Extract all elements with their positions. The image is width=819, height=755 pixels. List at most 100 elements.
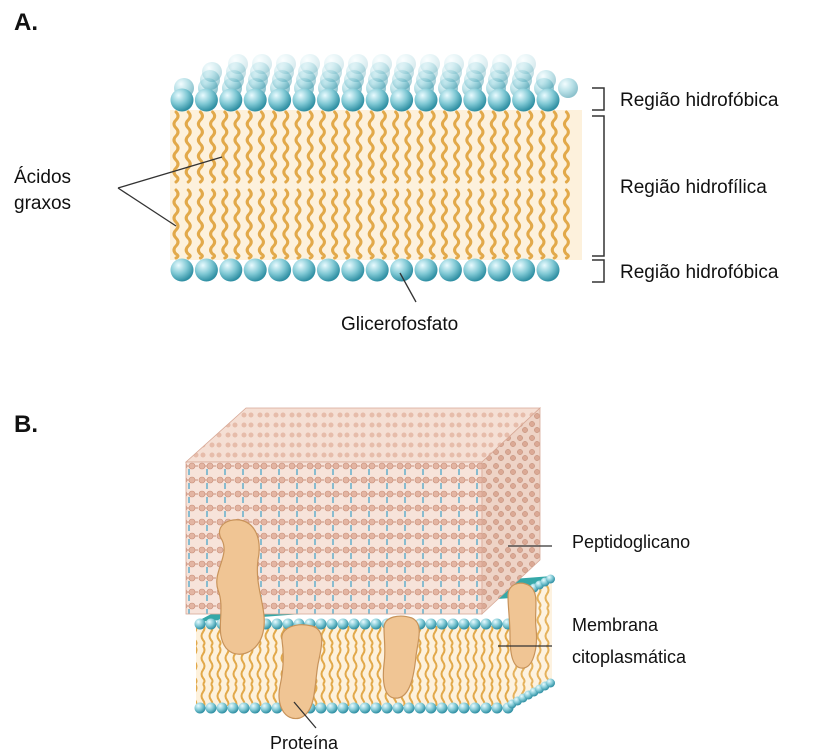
membrane-head	[272, 619, 283, 630]
phospholipid-head	[366, 259, 389, 282]
glycerophosphate-label: Glicerofosfato	[341, 314, 458, 335]
membrane-head	[195, 619, 206, 630]
phospholipid-head	[463, 259, 486, 282]
top-hydrophobic-bracket	[592, 88, 604, 110]
fatty-acids-label-line2: graxos	[14, 193, 71, 214]
membrane-head	[426, 619, 437, 630]
membrane-head	[327, 619, 338, 630]
membrane-head	[492, 703, 503, 714]
membrane-head	[382, 703, 393, 714]
background-head	[372, 54, 392, 74]
background-head	[324, 54, 344, 74]
top-head-row	[171, 89, 560, 112]
peptidoglycan-top-face	[186, 408, 540, 462]
membrane-head	[448, 703, 459, 714]
protein-label: Proteína	[270, 733, 339, 753]
phospholipid-head	[171, 259, 194, 282]
membrane-head	[338, 703, 349, 714]
membrane-head	[492, 619, 503, 630]
background-head	[252, 54, 272, 74]
phospholipid-head	[341, 89, 364, 112]
fatty-acids-label-line1: Ácidos	[14, 167, 71, 188]
phospholipid-head	[341, 259, 364, 282]
membrane-head	[404, 703, 415, 714]
background-head	[468, 54, 488, 74]
membrane-head	[338, 619, 349, 630]
membrane-head	[481, 703, 492, 714]
membrane-head	[327, 703, 338, 714]
membrane-head	[228, 703, 239, 714]
background-head	[492, 54, 512, 74]
background-head	[516, 54, 536, 74]
phospholipid-head	[293, 259, 316, 282]
phospholipid-head	[537, 259, 560, 282]
phospholipid-head	[463, 89, 486, 112]
membrane-bottom-heads	[195, 703, 514, 714]
membrane-head	[546, 575, 555, 584]
membrane-head	[371, 703, 382, 714]
membrane-head	[459, 703, 470, 714]
membrane-head	[470, 703, 481, 714]
membrane-head	[546, 679, 555, 688]
membrane-head	[426, 703, 437, 714]
phospholipid-head	[415, 89, 438, 112]
membrane-head	[360, 703, 371, 714]
phospholipid-head	[244, 259, 267, 282]
phospholipid-head	[171, 89, 194, 112]
phospholipid-head	[439, 89, 462, 112]
membrane-head	[316, 703, 327, 714]
membrane-label-line2: citoplasmática	[572, 647, 687, 667]
membrane-label-line1: Membrana	[572, 615, 659, 635]
membrane-head	[437, 703, 448, 714]
peptidoglycan-label: Peptidoglicano	[572, 532, 690, 552]
background-head	[396, 54, 416, 74]
phospholipid-head	[366, 89, 389, 112]
membrane-head	[415, 703, 426, 714]
phospholipid-head	[488, 259, 511, 282]
background-head	[536, 70, 556, 90]
protein-4	[508, 583, 537, 668]
region-top-label: Região hidrofóbica	[620, 90, 779, 111]
membrane-head	[261, 703, 272, 714]
background-head	[228, 54, 248, 74]
membrane-head	[316, 619, 327, 630]
background-head	[420, 54, 440, 74]
membrane-head	[470, 619, 481, 630]
membrane-head	[349, 703, 360, 714]
background-head	[202, 62, 222, 82]
phospholipid-head	[512, 89, 535, 112]
phospholipid-head	[268, 89, 291, 112]
phospholipid-head	[439, 259, 462, 282]
membrane-head	[206, 619, 217, 630]
bottom-head-row	[171, 259, 560, 282]
membrane-head	[195, 703, 206, 714]
phospholipid-head	[293, 89, 316, 112]
phospholipid-head	[488, 89, 511, 112]
membrane-head	[437, 619, 448, 630]
protein-1	[217, 520, 265, 654]
membrane-head	[360, 619, 371, 630]
membrane-head	[206, 703, 217, 714]
membrane-head	[448, 619, 459, 630]
phospholipid-head	[244, 89, 267, 112]
bottom-hydrophobic-bracket	[592, 260, 604, 282]
panel-b-label: B.	[14, 411, 38, 438]
background-head	[348, 54, 368, 74]
region-bottom-label: Região hidrofóbica	[620, 262, 779, 283]
membrane-head	[459, 619, 470, 630]
region-middle-label: Região hidrofílica	[620, 177, 767, 198]
membrane-head	[481, 619, 492, 630]
membrane-head	[239, 703, 250, 714]
region-brackets	[592, 88, 604, 282]
phospholipid-head	[537, 89, 560, 112]
phospholipid-head	[219, 89, 242, 112]
hydrophilic-bracket	[592, 116, 604, 256]
phospholipid-head	[512, 259, 535, 282]
membrane-head	[217, 703, 228, 714]
membrane-head	[393, 703, 404, 714]
phospholipid-head	[195, 259, 218, 282]
membrane-head	[349, 619, 360, 630]
background-head	[300, 54, 320, 74]
background-head	[444, 54, 464, 74]
